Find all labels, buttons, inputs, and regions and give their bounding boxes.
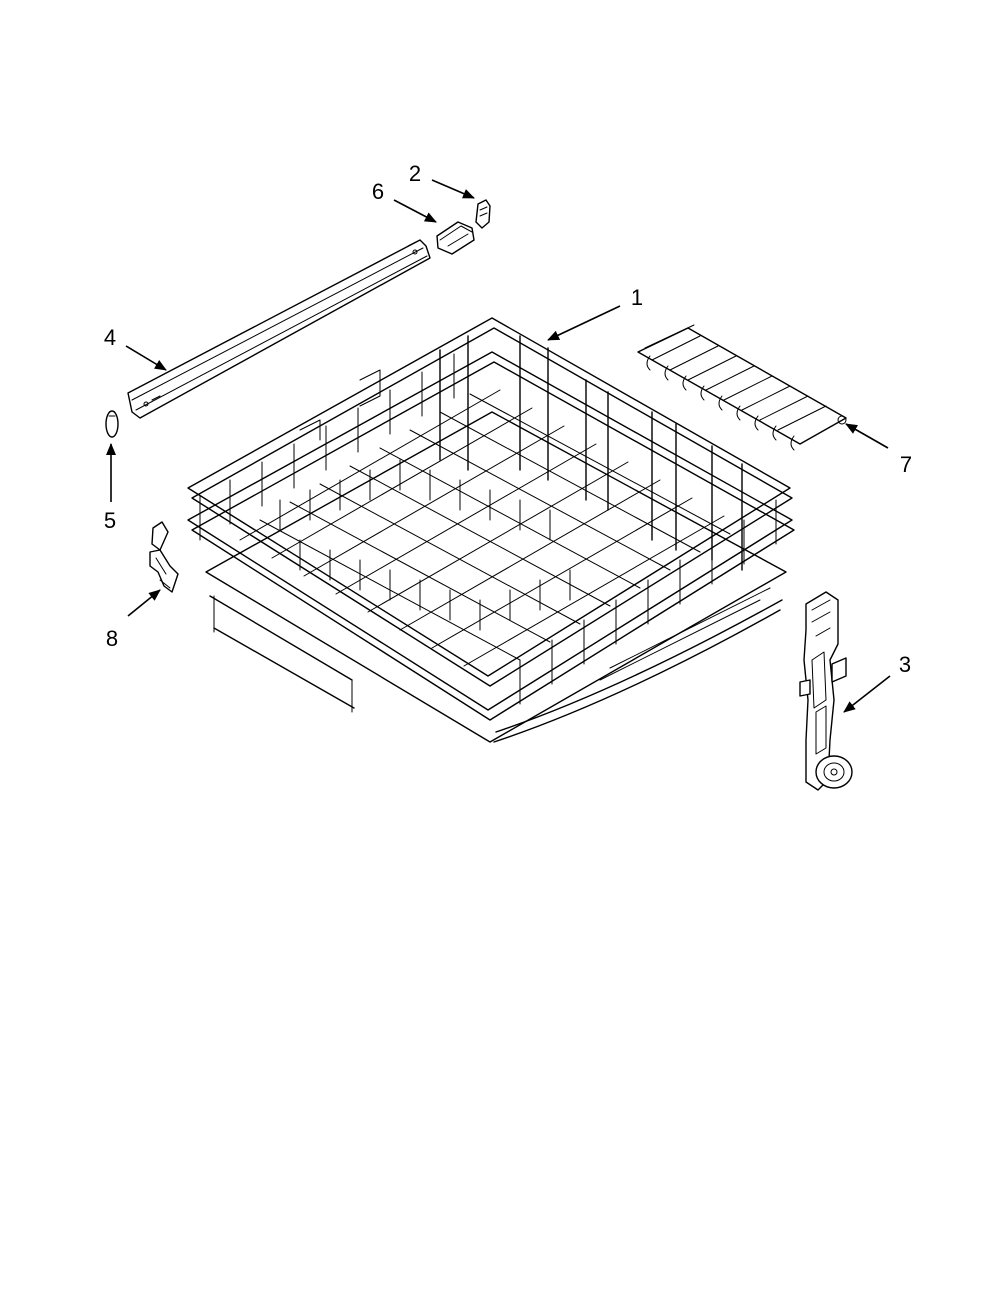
callout-label-8: 8 (106, 626, 118, 651)
callout-label-6: 6 (372, 179, 384, 204)
callout-label-7: 7 (900, 452, 912, 477)
upper-dishrack[interactable] (187, 317, 795, 743)
clip[interactable] (149, 521, 179, 593)
callout-label-2: 2 (409, 161, 421, 186)
callout-label-3: 3 (899, 652, 911, 677)
callout-labels: 1 2 3 4 5 6 7 8 (104, 161, 912, 677)
callout-arrow-8 (127, 589, 161, 617)
callout-arrow-1 (547, 305, 621, 341)
callout-arrow-2 (431, 179, 475, 199)
callout-label-1: 1 (631, 285, 643, 310)
tine-row[interactable] (637, 324, 847, 451)
callout-arrow-4 (125, 345, 167, 371)
callout-arrows (106, 179, 891, 713)
callout-arrow-3 (843, 675, 891, 713)
rack-track-rail[interactable] (127, 239, 431, 419)
track-stop-pin[interactable] (105, 410, 119, 438)
callout-label-5: 5 (104, 508, 116, 533)
end-clip[interactable] (475, 199, 491, 229)
end-cap[interactable] (436, 221, 475, 255)
callout-arrow-6 (393, 199, 437, 223)
callout-arrow-7 (845, 423, 889, 449)
rack-adjuster[interactable] (799, 591, 853, 791)
callout-label-4: 4 (104, 325, 116, 350)
